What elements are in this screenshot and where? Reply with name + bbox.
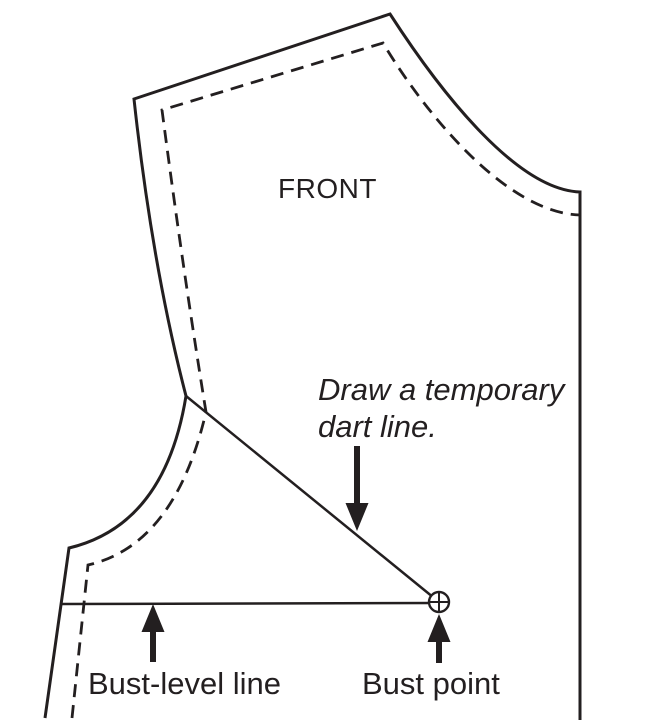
pattern-outline — [43, 12, 582, 720]
bust-level-arrow-up-icon — [141, 604, 165, 662]
temporary-dart-line — [185, 395, 440, 603]
dart-note-line2: dart line. — [318, 409, 437, 444]
bust-point-label: Bust point — [362, 666, 500, 701]
bust-point-arrow-up-icon — [427, 614, 451, 663]
bust-point-cross — [429, 592, 449, 612]
dart-note-line1: Draw a temporary — [318, 372, 567, 407]
pattern-label: FRONT — [278, 173, 377, 204]
dart-arrow-down-icon — [345, 446, 369, 531]
seam-allowance-dashed-line — [70, 41, 581, 719]
bust-level-label: Bust-level line — [88, 666, 281, 701]
bust-level-line — [60, 601, 440, 606]
bust-point-marker-icon — [427, 590, 451, 614]
